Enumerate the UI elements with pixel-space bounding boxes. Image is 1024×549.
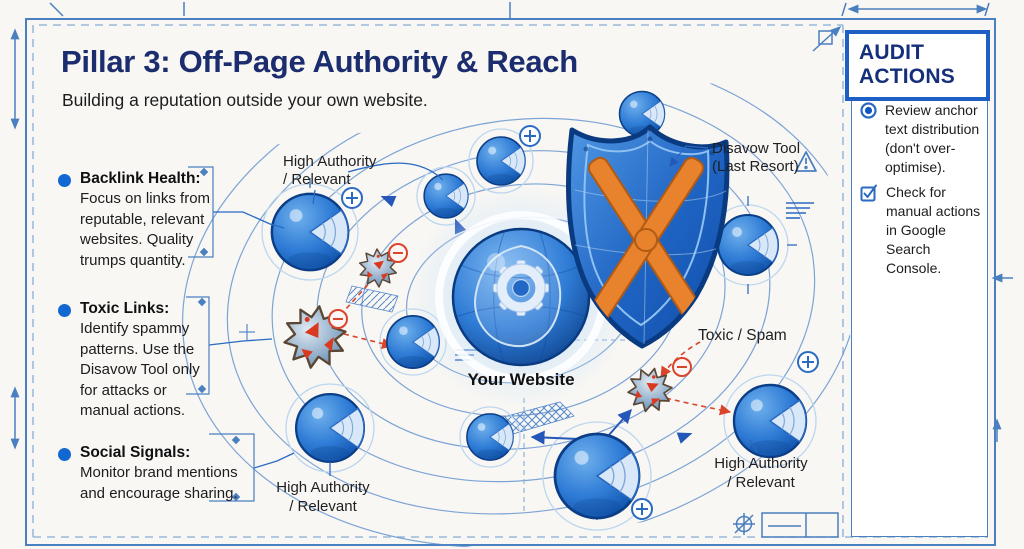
title-block bbox=[733, 512, 839, 538]
measurement-arrows bbox=[10, 2, 1013, 449]
construction-lines bbox=[523, 339, 625, 512]
audit-item-text: Review anchor text distribution (don't o… bbox=[885, 102, 980, 175]
checkbox-checked-icon bbox=[860, 184, 878, 278]
audit-item-manual-actions: Check for manual actions in Google Searc… bbox=[860, 183, 984, 278]
shield-icon bbox=[566, 124, 730, 349]
label-high-authority-bottom: High Authority bbox=[276, 479, 370, 496]
note-brackets bbox=[186, 166, 255, 502]
plus-circle-icon bbox=[797, 351, 819, 373]
minus-circle-icon bbox=[672, 357, 692, 377]
note-body: Identify spammy patterns. Use the Disavo… bbox=[80, 320, 200, 419]
label-high-authority-top: High Authority bbox=[283, 153, 377, 170]
sphere-node bbox=[618, 90, 666, 138]
page-subtitle: Building a reputation outside your own w… bbox=[62, 90, 428, 110]
note-body: Monitor brand mentions and encourage sha… bbox=[80, 464, 238, 502]
plus-circle-icons bbox=[341, 125, 819, 520]
audit-item-anchor-text: Review anchor text distribution (don't o… bbox=[860, 101, 984, 177]
hatch-patches bbox=[345, 285, 575, 437]
minus-circle-icon bbox=[388, 243, 408, 263]
bullet-icon bbox=[58, 174, 71, 187]
blueprint-frame bbox=[25, 2, 996, 546]
minus-circle-icons bbox=[328, 243, 692, 377]
audit-item-text: Check for manual actions in Google Searc… bbox=[886, 184, 981, 276]
note-body: Focus on links from reputable, relevant … bbox=[80, 190, 211, 269]
note-toxic-links: Toxic Links: Identify spammy patterns. U… bbox=[58, 300, 200, 422]
bullet-icon bbox=[58, 304, 71, 317]
page-title: Pillar 3: Off-Page Authority & Reach bbox=[61, 44, 578, 79]
label-disavow-tool-2: (Last Resort) bbox=[712, 158, 799, 175]
plus-circle-icon bbox=[519, 125, 541, 147]
audit-actions-title: AUDIT ACTIONS bbox=[859, 41, 955, 88]
note-backlink-health: Backlink Health: Focus on links from rep… bbox=[58, 170, 210, 271]
audit-actions-header: AUDIT ACTIONS bbox=[845, 30, 990, 102]
note-social-signals: Social Signals: Monitor brand mentions a… bbox=[58, 444, 238, 504]
gear-icon bbox=[492, 259, 550, 317]
central-website-sphere bbox=[435, 211, 607, 383]
callout-lines bbox=[208, 145, 758, 476]
note-title: Toxic Links: bbox=[80, 300, 170, 317]
label-your-website: Your Website bbox=[467, 370, 574, 389]
note-title: Backlink Health: bbox=[80, 170, 201, 187]
radio-selected-icon bbox=[860, 102, 877, 177]
bullet-icon bbox=[58, 448, 71, 461]
tick-mark bbox=[49, 2, 64, 17]
note-title: Social Signals: bbox=[80, 444, 191, 461]
label-high-authority-top-2: / Relevant bbox=[283, 171, 351, 188]
label-high-authority-right: High Authority bbox=[714, 455, 808, 472]
minus-circle-icon bbox=[328, 309, 348, 329]
warning-triangle-icon bbox=[795, 151, 817, 172]
label-disavow-tool: Disavow Tool bbox=[712, 140, 800, 157]
construction-cross bbox=[239, 324, 255, 340]
label-high-authority-right-2: / Relevant bbox=[727, 474, 795, 491]
plus-circle-icon bbox=[631, 498, 653, 520]
label-high-authority-bottom-2: / Relevant bbox=[289, 498, 357, 515]
label-toxic-spam: Toxic / Spam bbox=[698, 327, 787, 344]
plus-circle-icon bbox=[341, 187, 363, 209]
